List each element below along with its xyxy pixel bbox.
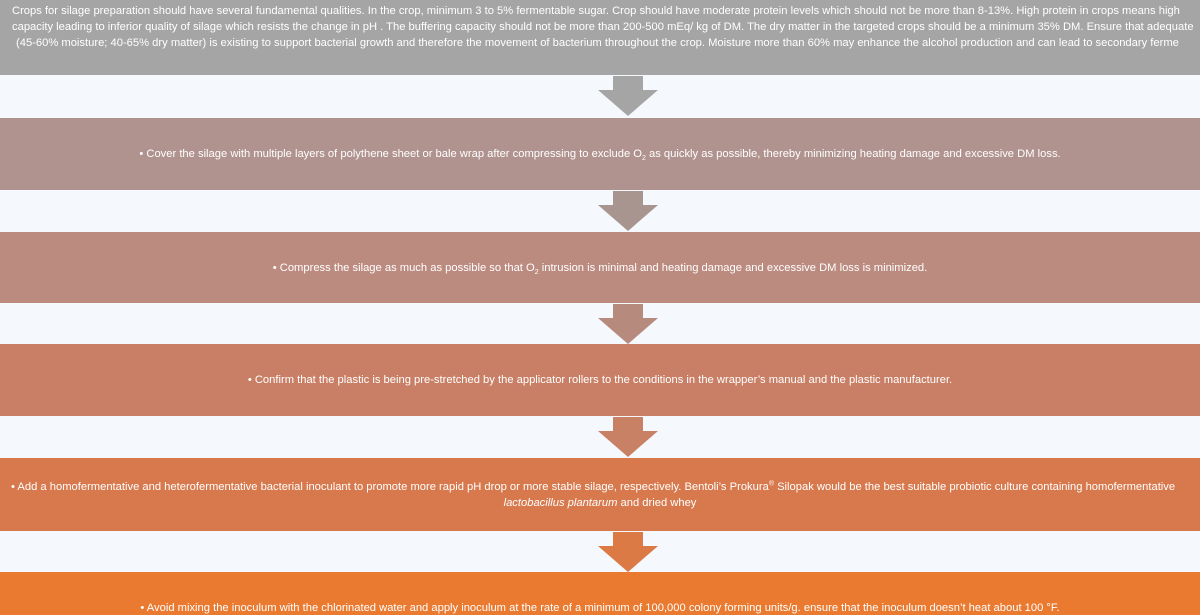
down-arrow-icon [598,532,658,572]
step-5-line-1: • Add a homofermentative and heteroferme… [11,479,1176,493]
step-1-line-1: Crops for silage preparation should have… [12,5,1180,17]
flow-step-4: • Confirm that the plastic is being pre-… [0,344,1200,416]
step-2-text: • Cover the silage with multiple layers … [139,148,1061,163]
step-4-text: • Confirm that the plastic is being pre-… [247,374,953,386]
step-3-text: • Compress the silage as much as possibl… [272,261,928,276]
flow-step-5: • Add a homofermentative and heteroferme… [0,458,1200,531]
down-arrow-icon [598,191,658,231]
flow-step-6: • Avoid mixing the inoculum with the chl… [0,572,1200,615]
down-arrow-icon [598,304,658,344]
flow-step-2: • Cover the silage with multiple layers … [0,118,1200,190]
down-arrow-icon [598,76,658,116]
step-1-line-2: capacity leading to inferior quality of … [12,21,1194,33]
down-arrow-icon [598,417,658,457]
flow-step-1: Crops for silage preparation should have… [0,0,1200,75]
step-5-line-2: lactobacillus plantarum and dried whey [503,496,697,509]
step-1-line-3: (45-60% moisture; 40-65% dry matter) is … [16,37,1179,49]
step-6-text: • Avoid mixing the inoculum with the chl… [140,602,1060,614]
flow-step-3: • Compress the silage as much as possibl… [0,232,1200,303]
